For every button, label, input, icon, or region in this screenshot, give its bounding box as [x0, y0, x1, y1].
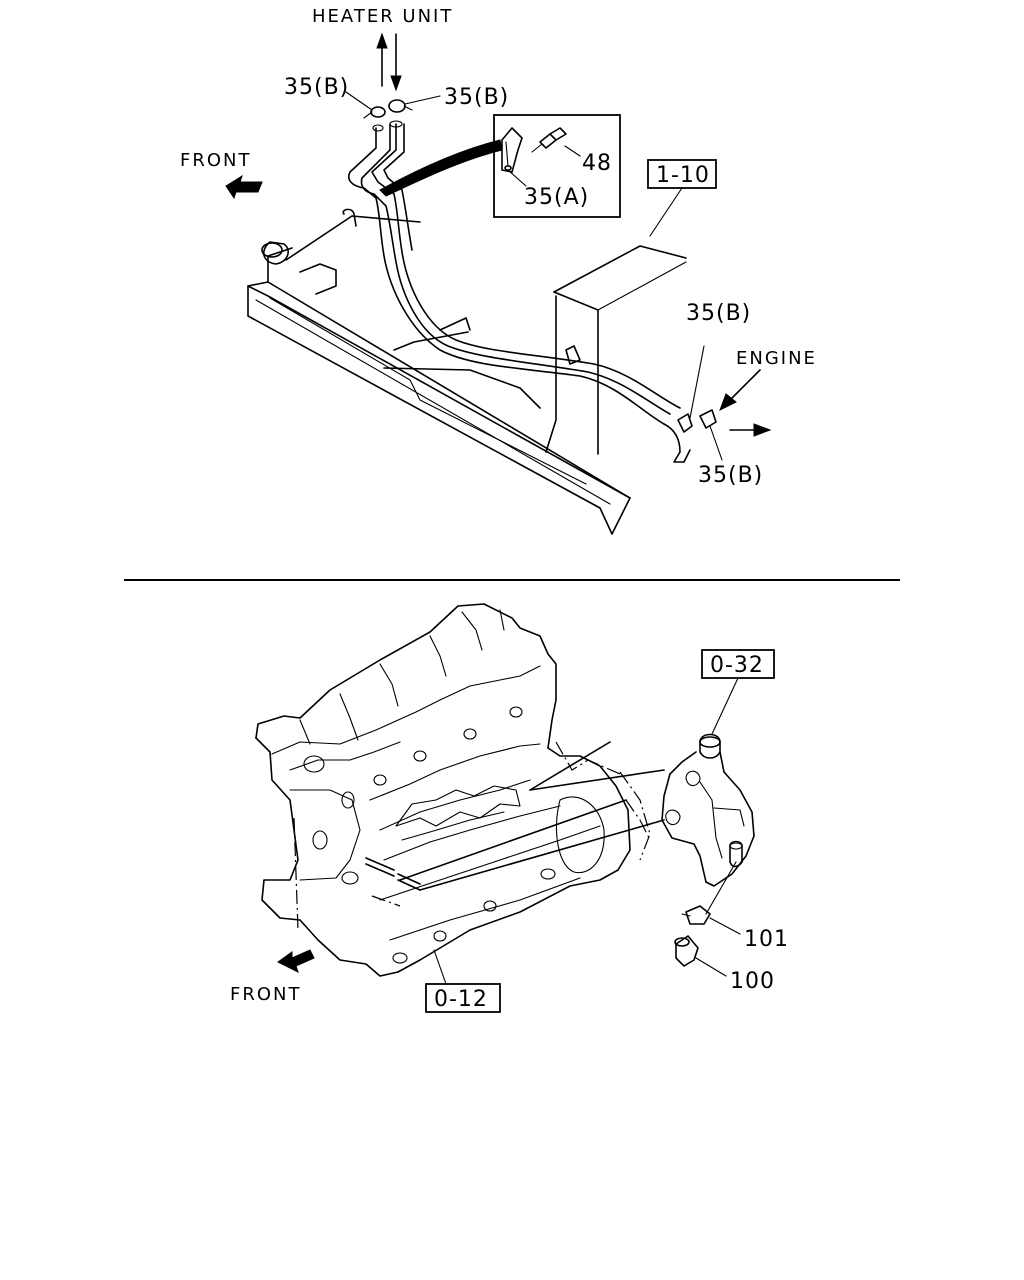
clamp-label-engine-lower: 35(B)	[698, 463, 763, 488]
mounting-lines	[399, 741, 665, 891]
thermostat-housing	[661, 733, 755, 887]
ref-box-0-12: 0-12	[434, 987, 488, 1012]
heater-hose-assembly-diagram: HEATER UNIT 35(B) 35(B) FRONT 48	[180, 6, 817, 535]
clamp-label-top-left: 35(B)	[284, 75, 349, 100]
bolt-48-icon	[531, 127, 567, 153]
clamp-label-engine-upper: 35(B)	[686, 301, 751, 326]
hose-label-100: 100	[730, 969, 775, 994]
studs	[365, 857, 421, 891]
ref-box-0-32: 0-32	[710, 653, 764, 678]
detail-callout-arrow	[379, 139, 503, 197]
engine-arrows-icon	[719, 369, 772, 437]
front-arrow-bottom-icon	[277, 949, 315, 973]
front-arrow-top-icon	[225, 174, 263, 200]
hose-100-icon	[674, 935, 699, 967]
hose-clamps-engine	[677, 345, 723, 461]
clamp-101-icon	[681, 905, 711, 925]
heater-unit-label: HEATER UNIT	[312, 6, 453, 27]
bracket-label: 35(A)	[524, 185, 589, 210]
clamp-label-101: 101	[744, 927, 789, 952]
bracket-35a	[501, 127, 523, 173]
engine-block	[255, 603, 631, 977]
bolt-label: 48	[582, 151, 612, 176]
ref-box-1-10: 1-10	[656, 163, 710, 188]
front-label-top: FRONT	[180, 150, 252, 171]
cab-body-block	[545, 245, 687, 455]
hose-clamps-top	[363, 99, 413, 119]
engine-label: ENGINE	[736, 348, 817, 369]
chassis-frame	[247, 208, 631, 535]
heater-hoses	[348, 120, 691, 463]
alignment-lines	[293, 741, 651, 931]
engine-block-diagram: 101 100 0-32 0-12 FRONT	[230, 603, 789, 1013]
front-label-bottom: FRONT	[230, 984, 302, 1005]
heater-unit-arrows	[376, 32, 402, 92]
clamp-label-top-right: 35(B)	[444, 85, 509, 110]
